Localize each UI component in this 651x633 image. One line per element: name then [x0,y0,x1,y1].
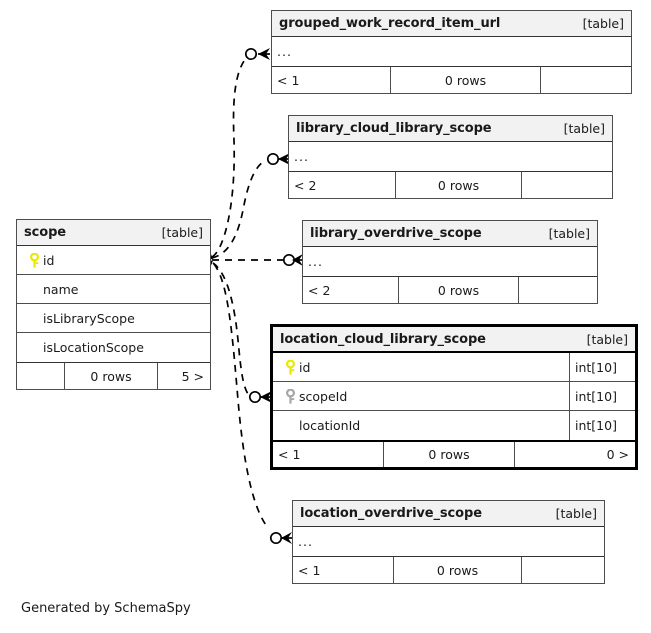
table-columns: ... [303,247,597,276]
edge-scope-to-grouped-work-record-item-url [211,47,270,258]
child-relation-count [522,172,612,198]
table-type-label: [table] [563,121,605,136]
table-footer: < 2 0 rows [289,171,612,198]
row-count: 0 rows [383,442,515,467]
table-node-scope[interactable]: scope [table] id [16,219,211,390]
table-title: library_overdrive_scope [310,226,482,241]
edge-scope-to-library-overdrive-scope [212,253,303,267]
primary-key-icon [25,252,43,268]
table-row[interactable]: ... [272,37,631,66]
table-columns: id int[10] scopeId int[10] [273,353,635,440]
table-row[interactable]: isLocationScope [17,333,210,362]
parent-relation-count: < 2 [308,282,331,298]
table-header: grouped_work_record_item_url [table] [272,11,631,37]
table-type-label: [table] [555,506,597,521]
table-row[interactable]: id [17,246,210,275]
table-header: location_overdrive_scope [table] [293,501,604,527]
table-node-location-cloud-library-scope[interactable]: location_cloud_library_scope [table] id … [270,324,638,470]
column-name: ... [308,254,323,269]
table-title: library_cloud_library_scope [296,121,492,136]
column-name: ... [294,149,309,164]
table-header: location_cloud_library_scope [table] [273,327,635,353]
table-columns: ... [272,37,631,66]
child-relation-count: 0 > [606,447,629,462]
table-row[interactable]: ... [293,527,604,556]
parent-relation-count: < 1 [277,72,300,88]
column-name: ... [277,44,292,59]
table-footer: 0 rows 5 > [17,362,210,389]
child-relation-count [541,67,631,93]
parent-relation-count [17,363,64,389]
foreign-key-icon [281,388,299,404]
row-count: 0 rows [395,172,522,198]
column-type: int[10] [569,382,635,410]
table-header: scope [table] [17,220,210,246]
table-row[interactable]: ... [303,247,597,276]
table-footer: < 2 0 rows [303,276,597,303]
generated-by-label: Generated by SchemaSpy [21,601,191,616]
table-node-library-overdrive-scope[interactable]: library_overdrive_scope [table] ... < 2 … [302,220,598,304]
child-relation-count: 5 > [181,368,204,384]
column-name: locationId [299,418,361,433]
table-node-location-overdrive-scope[interactable]: location_overdrive_scope [table] ... < 1… [292,500,605,584]
table-columns: ... [289,142,612,171]
table-node-library-cloud-library-scope[interactable]: library_cloud_library_scope [table] ... … [288,115,613,199]
row-count: 0 rows [390,67,541,93]
table-title: scope [24,225,66,240]
table-row[interactable]: locationId int[10] [273,411,635,440]
child-relation-count [519,277,597,303]
column-name: id [299,359,311,375]
table-title: location_cloud_library_scope [280,331,486,347]
table-footer: < 1 0 rows 0 > [273,440,635,467]
table-title: location_overdrive_scope [300,506,482,521]
table-row[interactable]: isLibraryScope [17,304,210,333]
column-name: isLibraryScope [43,310,135,326]
column-name: scopeId [299,388,348,404]
column-name: id [43,252,55,268]
table-footer: < 1 0 rows [293,556,604,583]
table-row[interactable]: name [17,275,210,304]
parent-relation-count: < 1 [278,447,301,462]
column-name: ... [298,534,313,549]
table-node-grouped-work-record-item-url[interactable]: grouped_work_record_item_url [table] ...… [271,10,632,94]
table-footer: < 1 0 rows [272,66,631,93]
table-columns: id name isLibraryScope isLocationScope [17,246,210,362]
row-count: 0 rows [393,557,522,583]
table-type-label: [table] [586,331,628,347]
column-type: int[10] [569,353,635,381]
table-header: library_cloud_library_scope [table] [289,116,612,142]
row-count: 0 rows [398,277,519,303]
table-type-label: [table] [161,225,203,240]
parent-relation-count: < 2 [294,177,317,193]
column-type: int[10] [569,411,635,440]
parent-relation-count: < 1 [298,562,321,578]
column-name: isLocationScope [43,340,144,355]
edge-scope-to-location-cloud-library-scope [212,262,272,404]
primary-key-icon [281,359,299,375]
table-type-label: [table] [582,16,624,31]
table-columns: ... [293,527,604,556]
table-row[interactable]: ... [289,142,612,171]
table-header: library_overdrive_scope [table] [303,221,597,247]
edge-scope-to-library-cloud-library-scope [211,152,290,259]
child-relation-count [522,557,604,583]
table-row[interactable]: id int[10] [273,353,635,382]
table-row[interactable]: scopeId int[10] [273,382,635,411]
table-title: grouped_work_record_item_url [279,16,501,31]
table-type-label: [table] [548,226,590,241]
row-count: 0 rows [64,363,158,389]
column-name: name [43,281,79,297]
